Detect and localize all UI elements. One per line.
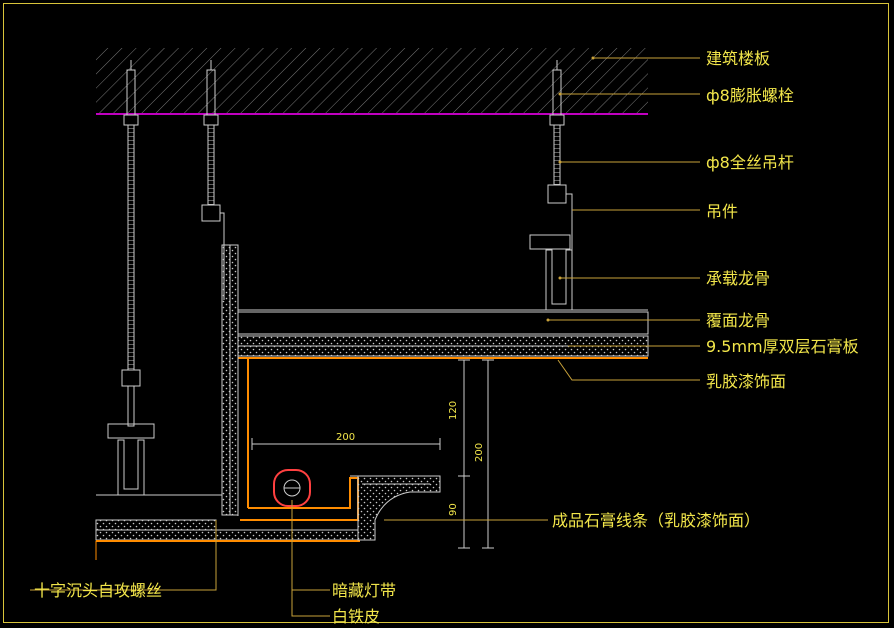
gypsum-moulding — [350, 475, 441, 541]
dimension-200-horizontal: 200 — [251, 432, 441, 450]
label-threaded-rod: ф8全丝吊杆 — [706, 153, 794, 172]
floor-slab — [96, 48, 648, 115]
label-latex-paint: 乳胶漆饰面 — [706, 372, 786, 391]
gypsum-board-upper — [237, 335, 649, 359]
light-trough — [240, 469, 359, 521]
rod-right — [547, 60, 573, 250]
dim-label-120: 120 — [448, 401, 459, 420]
leader-lines — [30, 57, 700, 617]
label-gypsum-moulding: 成品石膏线条（乳胶漆饰面） — [552, 511, 760, 530]
label-screw: 十字沉头自攻螺丝 — [34, 581, 162, 600]
dim-label-200-v: 200 — [474, 443, 485, 462]
label-cover-keel: 覆面龙骨 — [706, 311, 770, 330]
dimension-vertical-200: 200 — [474, 359, 494, 549]
label-hanger: 吊件 — [706, 202, 738, 221]
dimension-vertical-120-90: 120 90 — [448, 359, 470, 549]
label-tin-sheet: 白铁皮 — [332, 607, 380, 626]
label-main-keel: 承载龙骨 — [706, 269, 770, 288]
label-hidden-light: 暗藏灯带 — [332, 581, 396, 600]
dim-label-90: 90 — [448, 503, 459, 516]
rod-left — [121, 60, 141, 427]
vertical-board — [221, 244, 249, 516]
label-floor-slab: 建筑楼板 — [706, 49, 770, 68]
main-keel-left — [107, 423, 155, 496]
label-expansion-bolt: ф8膨胀螺栓 — [706, 86, 794, 105]
cover-keel-profile — [237, 311, 649, 335]
drawing-frame — [3, 3, 889, 623]
label-gypsum-board: 9.5mm厚双层石膏板 — [706, 337, 859, 356]
leader-dots — [546, 56, 595, 322]
dim-label-200-h: 200 — [336, 432, 355, 443]
main-keel-right — [529, 234, 573, 311]
